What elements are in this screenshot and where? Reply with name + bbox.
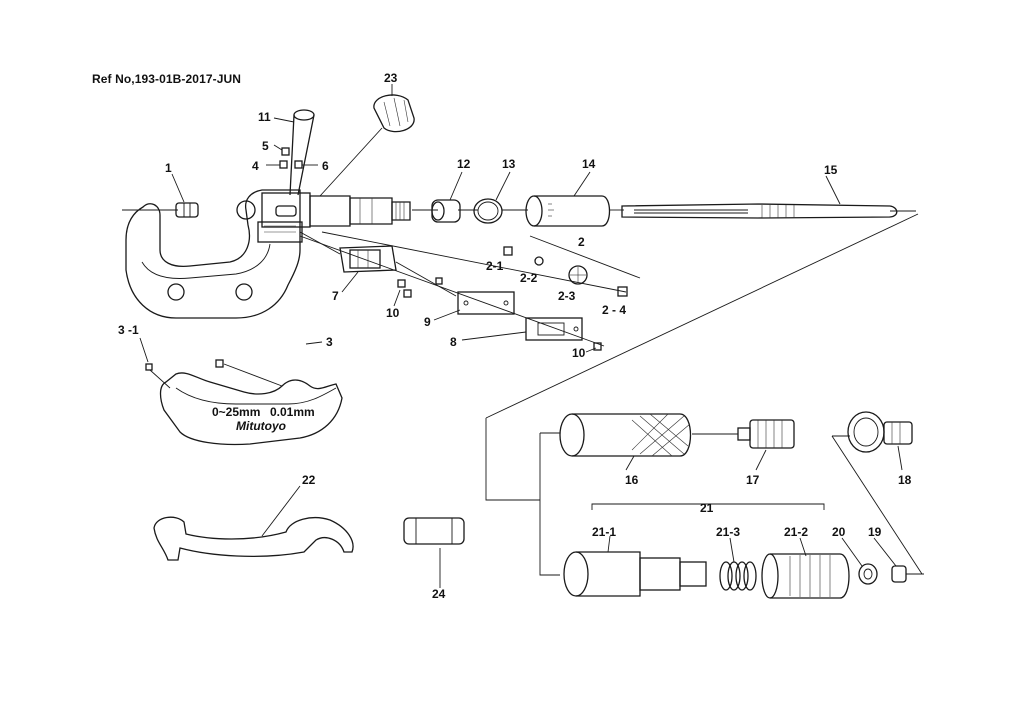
label-6: 6 <box>322 159 329 173</box>
label-15: 15 <box>824 163 838 177</box>
label-2-2: 2-2 <box>520 271 538 285</box>
label-16: 16 <box>625 473 639 487</box>
part-23-clamp-ring <box>319 94 415 197</box>
resolution-marking: 0.01mm <box>270 405 315 419</box>
part-22-spanner-wrench <box>153 516 354 561</box>
part-17-ratchet-knob <box>737 419 795 449</box>
part-24-adapter <box>403 517 465 588</box>
label-21-1: 21-1 <box>592 525 616 539</box>
part-21-1-thimble <box>563 551 707 597</box>
label-7: 7 <box>332 289 339 303</box>
leader-lines <box>139 84 903 567</box>
part-13-ring <box>473 198 503 224</box>
part-21-3-spring <box>719 561 757 591</box>
label-4: 4 <box>252 159 259 173</box>
label-19: 19 <box>868 525 882 539</box>
part-11-clamp-lever <box>289 109 315 196</box>
assembly-axis-lines <box>122 209 919 576</box>
label-12: 12 <box>457 157 471 171</box>
label-2-1: 2-1 <box>486 259 504 273</box>
spindle-sleeve <box>257 192 411 243</box>
label-3: 3 <box>326 335 333 349</box>
label-2-3: 2-3 <box>558 289 576 303</box>
part-2-assembly <box>321 231 641 297</box>
label-2-4: 2 - 4 <box>602 303 626 317</box>
part-16-thimble <box>559 413 738 457</box>
label-22: 22 <box>302 473 316 487</box>
parts-4-5-6-small-screws <box>279 147 303 169</box>
label-21: 21 <box>700 501 714 515</box>
label-24: 24 <box>432 587 446 601</box>
part-10-screws <box>299 235 605 351</box>
part-20-washer <box>858 563 878 585</box>
label-9: 9 <box>424 315 431 329</box>
label-11: 11 <box>258 110 271 124</box>
label-14: 14 <box>582 157 596 171</box>
label-21-3: 21-3 <box>716 525 740 539</box>
label-1: 1 <box>165 161 172 175</box>
label-20: 20 <box>832 525 846 539</box>
frame-markings: 0~25mm 0.01mm Mitutoyo <box>212 405 315 433</box>
label-13: 13 <box>502 157 516 171</box>
label-8: 8 <box>450 335 457 349</box>
label-10-a: 10 <box>386 306 400 320</box>
part-12-nut <box>431 199 461 223</box>
part-21-2-ratchet-sleeve <box>761 553 850 599</box>
label-5: 5 <box>262 139 269 153</box>
label-17: 17 <box>746 473 760 487</box>
part-1-anvil <box>175 202 199 218</box>
label-2: 2 <box>578 235 585 249</box>
part-9-plate <box>457 291 515 315</box>
label-18: 18 <box>898 473 912 487</box>
part-labels: 1 2 2-1 2-2 2-3 2 - 4 3 3 -1 4 5 6 7 8 9… <box>118 71 912 601</box>
micrometer-frame <box>125 189 301 319</box>
part-8-plate <box>525 317 583 341</box>
part-3-frame-cover <box>145 359 343 446</box>
part-19-screw <box>891 565 924 583</box>
brand-marking: Mitutoyo <box>236 419 286 433</box>
part-18-friction-thimble <box>831 411 923 575</box>
part-15-spindle <box>621 203 916 219</box>
label-3-1: 3 -1 <box>118 323 139 337</box>
part-21-bracket <box>591 503 825 510</box>
label-23: 23 <box>384 71 398 85</box>
label-10-b: 10 <box>572 346 586 360</box>
label-21-2: 21-2 <box>784 525 808 539</box>
reference-number: Ref No,193-01B-2017-JUN <box>92 72 242 86</box>
part-14-outer-sleeve <box>525 195 611 227</box>
range-marking: 0~25mm <box>212 405 260 419</box>
